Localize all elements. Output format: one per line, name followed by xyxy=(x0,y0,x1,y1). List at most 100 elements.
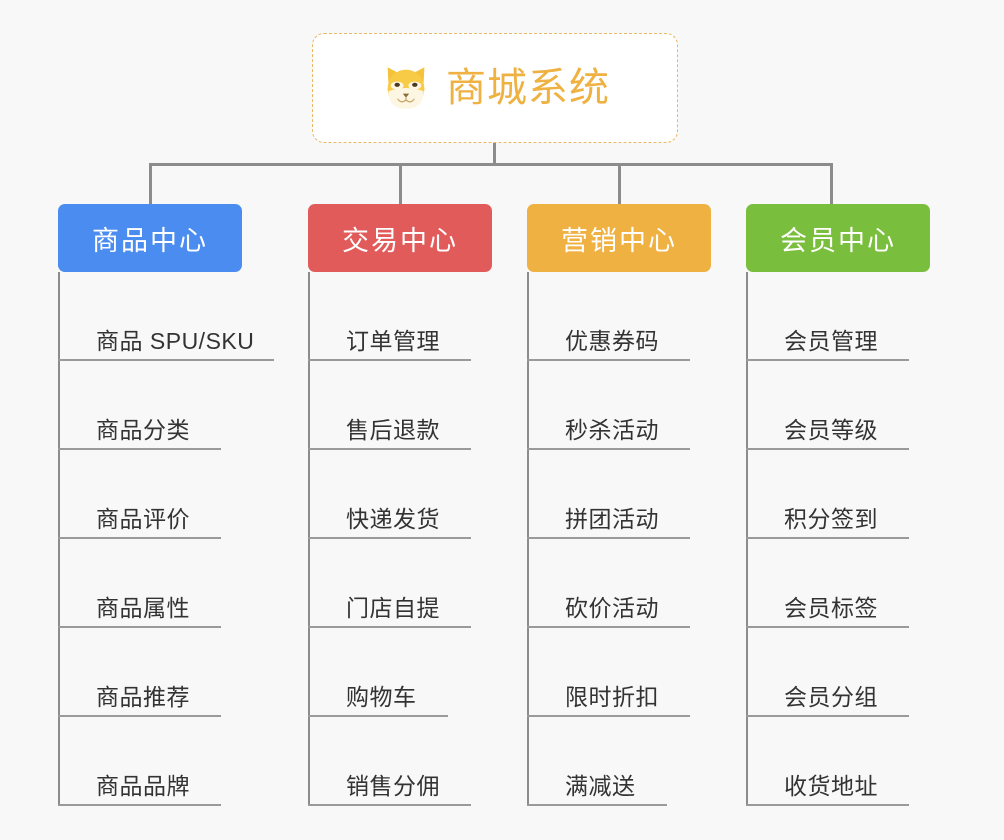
branch-column-marketing: 营销中心 优惠券码 秒杀活动 拼团活动 砍价活动 限时折扣 xyxy=(527,204,711,806)
leaf-label: 积分签到 xyxy=(784,505,878,532)
leaf-label: 快递发货 xyxy=(346,505,440,532)
leaf-item[interactable]: 商品属性 xyxy=(58,539,254,628)
branch-header-label: 营销中心 xyxy=(561,225,677,256)
leaf-item[interactable]: 商品 SPU/SKU xyxy=(58,272,274,361)
leaf-underline xyxy=(308,359,471,361)
branch-items-trade: 订单管理 售后退款 快递发货 门店自提 购物车 销售分佣 xyxy=(308,272,492,806)
leaf-item[interactable]: 快递发货 xyxy=(308,450,492,539)
leaf-label: 商品 SPU/SKU xyxy=(96,327,255,354)
connector-root-stem xyxy=(493,143,496,165)
leaf-label: 售后退款 xyxy=(346,416,440,443)
leaf-item[interactable]: 会员分组 xyxy=(746,628,930,717)
branch-column-trade: 交易中心 订单管理 售后退款 快递发货 门店自提 购物车 xyxy=(308,204,492,806)
connector-drop-1 xyxy=(149,163,152,205)
leaf-item[interactable]: 优惠券码 xyxy=(527,272,711,361)
leaf-item[interactable]: 积分签到 xyxy=(746,450,930,539)
branch-header-label: 交易中心 xyxy=(342,225,458,256)
leaf-underline xyxy=(746,448,909,450)
leaf-label: 优惠券码 xyxy=(565,327,659,354)
leaf-item[interactable]: 购物车 xyxy=(308,628,492,717)
branch-items-member: 会员管理 会员等级 积分签到 会员标签 会员分组 收货地址 xyxy=(746,272,930,806)
leaf-item[interactable]: 商品评价 xyxy=(58,450,254,539)
leaf-underline xyxy=(308,715,448,717)
leaf-item[interactable]: 满减送 xyxy=(527,717,711,806)
leaf-item[interactable]: 限时折扣 xyxy=(527,628,711,717)
leaf-underline xyxy=(527,359,690,361)
leaf-underline xyxy=(746,804,909,806)
branch-header-label: 商品中心 xyxy=(92,225,208,256)
leaf-label: 商品推荐 xyxy=(96,683,190,710)
leaf-item[interactable]: 商品品牌 xyxy=(58,717,254,806)
leaf-label: 会员管理 xyxy=(784,327,878,354)
leaf-label: 会员分组 xyxy=(784,683,878,710)
leaf-underline xyxy=(308,626,471,628)
connector-horizontal-bus xyxy=(149,163,833,166)
branch-rail xyxy=(527,272,529,806)
leaf-label: 会员等级 xyxy=(784,416,878,443)
leaf-underline xyxy=(308,804,471,806)
leaf-label: 会员标签 xyxy=(784,594,878,621)
leaf-label: 商品品牌 xyxy=(96,772,190,799)
leaf-underline xyxy=(58,359,274,361)
leaf-item[interactable]: 会员标签 xyxy=(746,539,930,628)
leaf-underline xyxy=(746,537,909,539)
branch-items-product: 商品 SPU/SKU 商品分类 商品评价 商品属性 商品推荐 商品品牌 xyxy=(58,272,274,806)
leaf-label: 满减送 xyxy=(565,772,636,799)
root-node[interactable]: 商城系统 xyxy=(312,33,678,143)
leaf-item[interactable]: 秒杀活动 xyxy=(527,361,711,450)
leaf-label: 限时折扣 xyxy=(565,683,659,710)
branch-rail xyxy=(746,272,748,806)
root-title: 商城系统 xyxy=(446,66,610,110)
shiba-dog-icon xyxy=(387,67,425,109)
connector-drop-3 xyxy=(618,163,621,205)
branch-rail xyxy=(58,272,60,806)
leaf-item[interactable]: 砍价活动 xyxy=(527,539,711,628)
leaf-underline xyxy=(58,537,221,539)
leaf-label: 商品评价 xyxy=(96,505,190,532)
leaf-label: 门店自提 xyxy=(346,594,440,621)
leaf-label: 商品属性 xyxy=(96,594,190,621)
leaf-item[interactable]: 拼团活动 xyxy=(527,450,711,539)
leaf-underline xyxy=(527,537,690,539)
leaf-item[interactable]: 会员等级 xyxy=(746,361,930,450)
leaf-underline xyxy=(527,804,667,806)
leaf-item[interactable]: 销售分佣 xyxy=(308,717,492,806)
connector-drop-2 xyxy=(399,163,402,205)
leaf-label: 收货地址 xyxy=(784,772,878,799)
leaf-underline xyxy=(58,715,221,717)
leaf-underline xyxy=(58,448,221,450)
branch-items-marketing: 优惠券码 秒杀活动 拼团活动 砍价活动 限时折扣 满减送 xyxy=(527,272,711,806)
leaf-item[interactable]: 门店自提 xyxy=(308,539,492,628)
branch-column-product: 商品中心 商品 SPU/SKU 商品分类 商品评价 商品属性 商品推荐 xyxy=(58,204,274,806)
leaf-underline xyxy=(308,448,471,450)
leaf-item[interactable]: 售后退款 xyxy=(308,361,492,450)
leaf-label: 订单管理 xyxy=(346,327,440,354)
leaf-underline xyxy=(308,537,471,539)
branch-rail xyxy=(308,272,310,806)
leaf-underline xyxy=(527,448,690,450)
leaf-item[interactable]: 会员管理 xyxy=(746,272,930,361)
leaf-label: 购物车 xyxy=(346,683,417,710)
leaf-label: 商品分类 xyxy=(96,416,190,443)
branch-header-trade[interactable]: 交易中心 xyxy=(308,204,492,272)
leaf-underline xyxy=(58,804,221,806)
branch-header-product[interactable]: 商品中心 xyxy=(58,204,242,272)
leaf-underline xyxy=(746,715,909,717)
leaf-label: 砍价活动 xyxy=(565,594,659,621)
leaf-underline xyxy=(58,626,221,628)
leaf-underline xyxy=(746,626,909,628)
leaf-underline xyxy=(746,359,909,361)
leaf-underline xyxy=(527,626,690,628)
leaf-underline xyxy=(527,715,690,717)
branch-header-label: 会员中心 xyxy=(780,225,896,256)
leaf-item[interactable]: 商品分类 xyxy=(58,361,254,450)
branch-header-member[interactable]: 会员中心 xyxy=(746,204,930,272)
leaf-item[interactable]: 商品推荐 xyxy=(58,628,254,717)
branch-column-member: 会员中心 会员管理 会员等级 积分签到 会员标签 会员分组 xyxy=(746,204,930,806)
leaf-label: 秒杀活动 xyxy=(565,416,659,443)
branch-header-marketing[interactable]: 营销中心 xyxy=(527,204,711,272)
leaf-item[interactable]: 收货地址 xyxy=(746,717,930,806)
leaf-label: 拼团活动 xyxy=(565,505,659,532)
leaf-item[interactable]: 订单管理 xyxy=(308,272,492,361)
